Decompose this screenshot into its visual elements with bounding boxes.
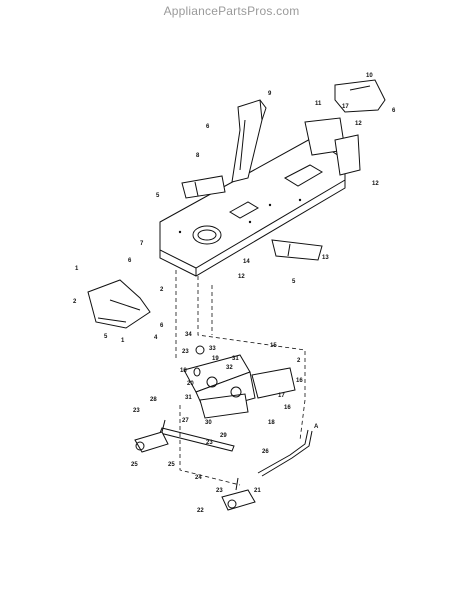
callout-33: 33 (209, 346, 216, 352)
spindle-left (134, 419, 169, 453)
callout-8: 8 (196, 153, 200, 159)
callout-2-axle: 2 (297, 358, 301, 364)
callout-6-bracket: 6 (160, 323, 164, 329)
seat-post (231, 99, 267, 183)
callout-6-rear: 6 (392, 108, 396, 114)
callout-13: 13 (322, 255, 329, 261)
callout-10: 10 (366, 73, 373, 79)
callout-6-left: 6 (128, 258, 132, 264)
callout-21: 21 (254, 488, 261, 494)
callout-25-left: 25 (131, 462, 138, 468)
wire-label: A (314, 424, 319, 430)
spindle-right (221, 477, 256, 511)
callout-27: 27 (182, 418, 189, 424)
callout-12-right: 12 (372, 181, 379, 187)
callout-17: 17 (342, 104, 349, 110)
rear-bracket (304, 79, 386, 176)
callout-30: 30 (205, 420, 212, 426)
callout-12-mid: 12 (238, 274, 245, 280)
callout-1-top: 1 (75, 266, 79, 272)
callout-25-right: 25 (168, 462, 175, 468)
callout-18-right: 18 (268, 420, 275, 426)
watermark: AppliancePartsPros.com (163, 4, 300, 18)
callout-26: 26 (262, 449, 269, 455)
callout-23-lower: 23 (216, 488, 223, 494)
callout-4: 4 (154, 335, 158, 341)
tie-rod (159, 427, 235, 452)
callout-31-top: 31 (232, 356, 239, 362)
axle-assembly (183, 345, 296, 419)
callout-16-top: 16 (296, 378, 303, 384)
callout-22: 22 (197, 508, 204, 514)
callout-5-bracket: 5 (104, 334, 108, 340)
brackets (181, 175, 323, 261)
callout-19: 19 (212, 356, 219, 362)
callout-7: 7 (140, 241, 144, 247)
callout-17-axle: 17 (278, 393, 285, 399)
callout-31-bottom: 31 (185, 395, 192, 401)
drag-link (257, 429, 313, 477)
main-frame (159, 137, 346, 277)
callout-9: 9 (268, 91, 272, 97)
callout-28: 28 (150, 397, 157, 403)
callout-5-left: 5 (156, 193, 160, 199)
callout-29: 29 (220, 433, 227, 439)
callout-20: 20 (187, 381, 194, 387)
callout-12-top: 12 (355, 121, 362, 127)
callout-18-left: 18 (180, 368, 187, 374)
callout-15: 15 (270, 343, 277, 349)
callout-24: 24 (195, 475, 202, 481)
callout-1-bottom: 1 (121, 338, 125, 344)
callout-2-left: 2 (73, 299, 77, 305)
callout-23-mid: 23 (133, 408, 140, 414)
callout-34: 34 (185, 332, 192, 338)
callout-14: 14 (243, 259, 250, 265)
callout-32: 32 (226, 365, 233, 371)
callout-16-bottom: 16 (284, 405, 291, 411)
callout-23-top: 23 (182, 349, 189, 355)
callout-23-bottom: 23 (206, 440, 213, 446)
callout-11: 11 (315, 101, 322, 107)
callout-labels: 10 9 11 17 6 12 6 8 12 5 7 13 14 6 1 12 … (73, 73, 396, 514)
leader-lines (175, 270, 306, 486)
callout-5-right: 5 (292, 279, 296, 285)
callout-6-post: 6 (206, 124, 210, 130)
deck-bracket (87, 279, 151, 329)
callout-2-frame: 2 (160, 287, 164, 293)
